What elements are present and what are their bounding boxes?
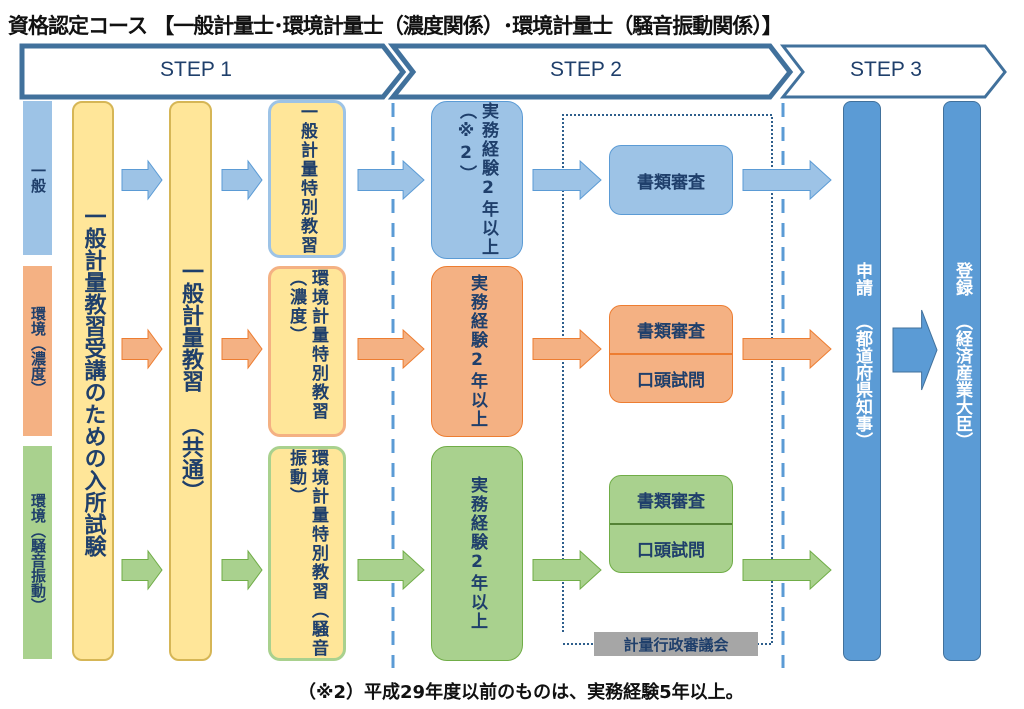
flow-arrow-icon	[532, 549, 602, 591]
category-env-concentration: 環境︵濃度︶	[23, 266, 52, 436]
review-noise: 書類審査 口頭試問	[609, 475, 733, 573]
experience-concentration: 実務経験2年以上	[431, 266, 523, 437]
registration-box: 登録 ︵経済産業大臣︶	[943, 101, 981, 661]
step1-banner	[19, 43, 407, 100]
page-title: 資格認定コース 【一般計量士･環境計量士（濃度関係）･環境計量士（騒音振動関係）…	[8, 14, 783, 38]
flow-arrow-icon	[221, 159, 263, 201]
council-dotted-frame	[562, 114, 773, 645]
document-review: 書類審査	[637, 172, 705, 193]
oral-exam: 口頭試問	[637, 371, 705, 391]
category-general: 一般	[23, 101, 52, 255]
flow-arrow-icon	[357, 159, 425, 201]
flow-arrow-icon	[892, 309, 938, 391]
flow-arrow-icon	[121, 159, 163, 201]
category-env-noise: 環境︵騒音振動︶	[23, 446, 52, 659]
entrance-exam-box: 一般計量教習受講のための入所試験	[72, 101, 114, 661]
flow-arrow-icon	[532, 159, 602, 201]
step3-banner	[779, 44, 1007, 99]
special-course-concentration: 環境計量特別教習︵濃度︶	[268, 266, 346, 437]
flow-arrow-icon	[221, 328, 263, 370]
step1-label: STEP 1	[160, 58, 232, 81]
flow-arrow-icon	[357, 328, 425, 370]
flow-arrow-icon	[742, 328, 832, 370]
special-course-noise: 環境計量特別教習︵騒音振動︶	[268, 446, 346, 661]
step2-banner	[387, 43, 794, 100]
flow-arrow-icon	[357, 549, 425, 591]
step2-label: STEP 2	[550, 58, 622, 81]
application-box: 申請 ︵都道府県知事︶	[843, 101, 881, 661]
special-course-general: 一般計量特別教習	[268, 100, 346, 258]
review-concentration: 書類審査 口頭試問	[609, 305, 733, 403]
flow-arrow-icon	[742, 549, 832, 591]
flow-arrow-icon	[742, 159, 832, 201]
flow-arrow-icon	[221, 549, 263, 591]
review-general: 書類審査	[609, 145, 733, 215]
experience-noise: 実務経験2年以上	[431, 446, 523, 661]
oral-exam: 口頭試問	[637, 541, 705, 561]
council-label: 計量行政審議会	[594, 632, 758, 656]
footnote: （※2）平成29年度以前のものは、実務経験5年以上。	[298, 682, 744, 703]
flow-arrow-icon	[121, 328, 163, 370]
document-review: 書類審査	[637, 322, 705, 342]
experience-general: 実務経験2年以上︵※2︶	[431, 101, 523, 259]
flow-arrow-icon	[121, 549, 163, 591]
step3-label: STEP 3	[850, 58, 922, 81]
common-course-box: 一般計量教習 ︵共通︶	[169, 101, 212, 661]
document-review: 書類審査	[637, 492, 705, 512]
flow-arrow-icon	[532, 328, 602, 370]
